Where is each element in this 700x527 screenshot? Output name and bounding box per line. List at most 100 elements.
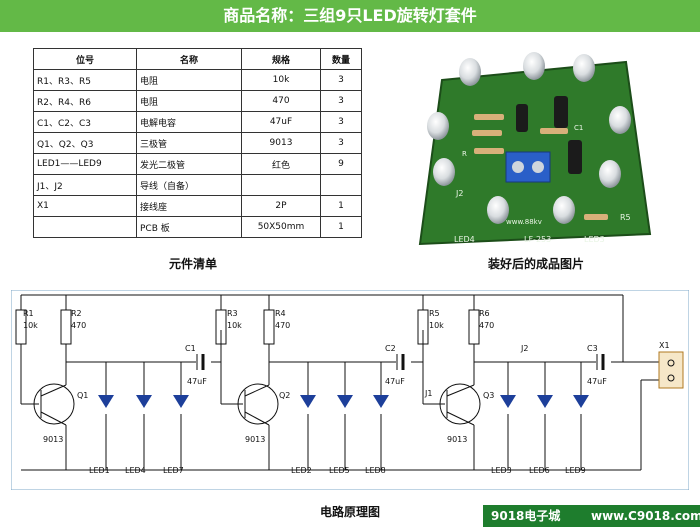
product-photo: J2 R5 LED4 LED3 LF-253 www.88kv C1 R — [414, 44, 658, 248]
cell-spec: 2P — [241, 195, 321, 217]
label-q3: Q3 — [483, 391, 494, 400]
cell-qty: 1 — [320, 195, 362, 217]
label-j1: J1 — [424, 389, 432, 398]
cell-designator: R1、R3、R5 — [33, 69, 137, 91]
product-title: 商品名称：三组9只LED旋转灯套件 — [223, 6, 477, 25]
table-row: PCB 板 50X50mm 1 — [33, 216, 362, 238]
cell-spec: 红色 — [241, 153, 321, 175]
led-group — [427, 52, 631, 224]
cell-name: 三极管 — [136, 132, 242, 154]
cell-spec: 47uF — [241, 111, 321, 133]
value-r4: 470 — [275, 321, 290, 330]
label-led9: LED9 — [565, 466, 586, 475]
value-r6: 470 — [479, 321, 494, 330]
cell-qty: 3 — [320, 111, 362, 133]
label-led1: LED1 — [89, 466, 110, 475]
led-component — [433, 158, 455, 186]
cell-qty: 3 — [320, 132, 362, 154]
brand-name: 9018电子城 — [491, 509, 561, 523]
label-c1: C1 — [185, 344, 196, 353]
cell-name: PCB 板 — [136, 216, 242, 238]
value-q1: 9013 — [43, 435, 63, 444]
cell-name: 发光二极管 — [136, 153, 242, 175]
label-j2: J2 — [520, 344, 528, 353]
table-row: R1、R3、R5 电阻 10k 3 — [33, 69, 362, 91]
table-row: R2、R4、R6 电阻 470 3 — [33, 90, 362, 112]
cell-spec: 10k — [241, 69, 321, 91]
cell-designator: C1、C2、C3 — [33, 111, 137, 133]
led-component — [487, 196, 509, 224]
cell-spec: 470 — [241, 90, 321, 112]
table-row: C1、C2、C3 电解电容 47uF 3 — [33, 111, 362, 133]
site-url[interactable]: www.C9018.com — [591, 509, 700, 523]
cell-qty: 9 — [320, 153, 362, 175]
schematic-diagram: R1 10k R2 470 R3 10k R4 470 R5 10k R6 47… — [10, 289, 690, 491]
parts-table: 位号 名称 规格 数量 R1、R3、R5 电阻 10k 3 R2、R4、R6 电… — [33, 48, 362, 238]
capacitor-group — [516, 96, 582, 174]
assembled-pcb-illustration: J2 R5 LED4 LED3 LF-253 www.88kv C1 R — [418, 52, 652, 246]
cell-designator: X1 — [33, 195, 137, 217]
cell-designator: LED1——LED9 — [33, 153, 137, 175]
page-header: 商品名称：三组9只LED旋转灯套件 — [0, 0, 700, 32]
cell-name: 电解电容 — [136, 111, 242, 133]
label-x1: X1 — [659, 341, 670, 350]
table-row: LED1——LED9 发光二极管 红色 9 — [33, 153, 362, 175]
led-component — [599, 160, 621, 188]
label-j2: J2 — [455, 189, 463, 198]
label-c1: C1 — [574, 124, 583, 132]
col-qty: 数量 — [320, 48, 362, 70]
label-led8: LED8 — [365, 466, 386, 475]
cell-qty: 1 — [320, 216, 362, 238]
label-led3: LED3 — [491, 466, 512, 475]
label-q1: Q1 — [77, 391, 88, 400]
circuit-schematic: R1 10k R2 470 R3 10k R4 470 R5 10k R6 47… — [10, 289, 690, 494]
value-q3: 9013 — [447, 435, 467, 444]
value-c1: 47uF — [187, 377, 207, 386]
label-c3: C3 — [587, 344, 598, 353]
cell-qty — [320, 174, 362, 196]
value-c3: 47uF — [587, 377, 607, 386]
value-r2: 470 — [71, 321, 86, 330]
label-r4: R4 — [275, 309, 286, 318]
cell-name: 电阻 — [136, 90, 242, 112]
cell-designator: R2、R4、R6 — [33, 90, 137, 112]
label-r3: R3 — [227, 309, 238, 318]
cell-designator — [33, 216, 137, 238]
value-r5: 10k — [429, 321, 444, 330]
led-component — [459, 58, 481, 86]
cell-name: 接线座 — [136, 195, 242, 217]
table-row: Q1、Q2、Q3 三极管 9013 3 — [33, 132, 362, 154]
value-c2: 47uF — [385, 377, 405, 386]
cell-designator: Q1、Q2、Q3 — [33, 132, 137, 154]
led-component — [523, 52, 545, 80]
label-led5: LED5 — [329, 466, 350, 475]
label-r5: R5 — [429, 309, 440, 318]
label-r: R — [462, 150, 467, 158]
col-spec: 规格 — [241, 48, 321, 70]
table-header-row: 位号 名称 规格 数量 — [33, 48, 362, 70]
label-r6: R6 — [479, 309, 490, 318]
table-row: X1 接线座 2P 1 — [33, 195, 362, 217]
cell-spec: 50X50mm — [241, 216, 321, 238]
value-r3: 10k — [227, 321, 242, 330]
cell-designator: J1、J2 — [33, 174, 137, 196]
label-r2: R2 — [71, 309, 82, 318]
col-designator: 位号 — [33, 48, 137, 70]
value-q2: 9013 — [245, 435, 265, 444]
label-led7: LED7 — [163, 466, 184, 475]
label-r5: R5 — [620, 213, 631, 222]
cell-qty: 3 — [320, 90, 362, 112]
cell-qty: 3 — [320, 69, 362, 91]
label-led6: LED6 — [529, 466, 550, 475]
table-caption: 元件清单 — [168, 257, 217, 271]
led-component — [427, 112, 449, 140]
col-name: 名称 — [136, 48, 242, 70]
label-led3: LED3 — [584, 235, 605, 244]
resistor-group — [472, 114, 608, 220]
label-r1: R1 — [23, 309, 34, 318]
led-component — [573, 54, 595, 82]
cell-spec — [241, 174, 321, 196]
schematic-caption: 电路原理图 — [319, 505, 380, 519]
terminal-screw — [512, 161, 524, 173]
label-site: www.88kv — [506, 218, 542, 226]
